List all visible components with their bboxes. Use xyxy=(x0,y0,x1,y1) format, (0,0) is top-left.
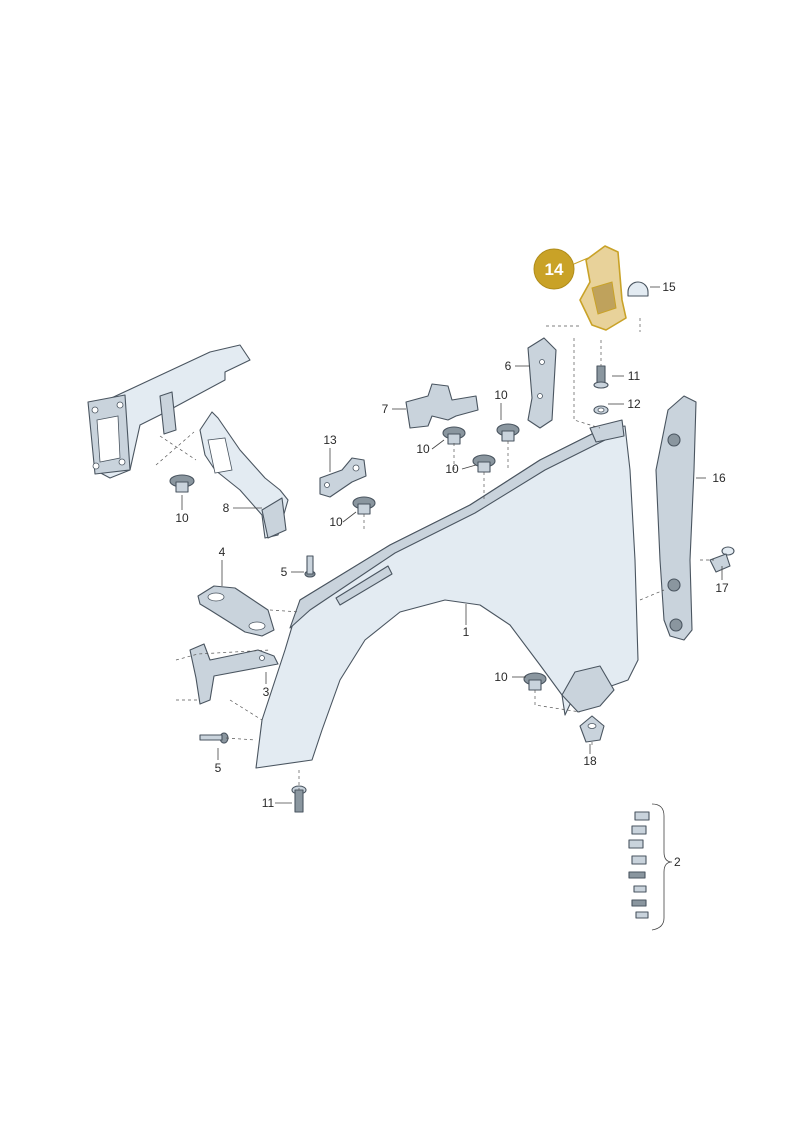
callout-11-bottom[interactable]: 11 xyxy=(262,796,275,810)
callout-1[interactable]: 1 xyxy=(463,625,470,639)
clip-17 xyxy=(709,546,735,573)
assembly-guide-lines xyxy=(155,318,714,790)
bolt-11-top xyxy=(593,365,609,389)
part-2-fastener-set xyxy=(628,803,673,931)
part-4-bracket xyxy=(197,585,275,637)
screw-10-a xyxy=(169,474,195,493)
screw-5-top xyxy=(304,555,316,578)
screw-5-bottom xyxy=(199,732,229,744)
part-16-side-panel xyxy=(655,395,697,641)
callout-5-bottom[interactable]: 5 xyxy=(215,761,222,775)
part-6-bracket xyxy=(527,337,557,429)
screw-10-d xyxy=(496,423,520,442)
screw-10-b xyxy=(352,496,376,515)
screw-10-f xyxy=(523,672,547,691)
callout-17[interactable]: 17 xyxy=(715,581,729,595)
callout-18[interactable]: 18 xyxy=(583,754,597,768)
callout-11-top[interactable]: 11 xyxy=(628,369,641,383)
washer-12 xyxy=(593,405,609,415)
callout-labels: 14 1 2 3 4 5 5 6 7 8 10 10 10 10 10 10 1… xyxy=(175,260,729,869)
part-13-bracket xyxy=(319,457,367,498)
callout-10-b[interactable]: 10 xyxy=(329,515,343,529)
callout-8[interactable]: 8 xyxy=(223,501,230,515)
callout-14[interactable]: 14 xyxy=(545,260,564,279)
callout-7[interactable]: 7 xyxy=(382,402,389,416)
callout-10-a[interactable]: 10 xyxy=(175,511,189,525)
part-14-callout-badge xyxy=(533,248,575,290)
callout-10-e[interactable]: 10 xyxy=(445,462,459,476)
part-14-highlighted xyxy=(533,245,627,331)
part-3-bracket xyxy=(189,643,279,705)
screw-10-c xyxy=(442,426,466,445)
callout-10-d[interactable]: 10 xyxy=(494,388,508,402)
callout-15[interactable]: 15 xyxy=(662,280,676,294)
callout-6[interactable]: 6 xyxy=(505,359,512,373)
callout-10-c[interactable]: 10 xyxy=(416,442,430,456)
body-structure-illustration xyxy=(87,344,251,479)
screw-10-e xyxy=(472,454,496,473)
callout-2[interactable]: 2 xyxy=(674,855,681,869)
callout-4[interactable]: 4 xyxy=(219,545,226,559)
part-1-fender xyxy=(255,419,639,769)
cap-nut-15 xyxy=(627,281,649,297)
callout-16[interactable]: 16 xyxy=(712,471,726,485)
callout-5-top[interactable]: 5 xyxy=(281,565,288,579)
callout-10-f[interactable]: 10 xyxy=(494,670,508,684)
callout-12[interactable]: 12 xyxy=(627,397,641,411)
leader-lines xyxy=(181,286,723,804)
nut-18 xyxy=(579,715,605,743)
callout-13[interactable]: 13 xyxy=(323,433,337,447)
part-8-bracket xyxy=(199,411,289,539)
part-7-bracket xyxy=(405,383,479,429)
callout-3[interactable]: 3 xyxy=(263,685,270,699)
